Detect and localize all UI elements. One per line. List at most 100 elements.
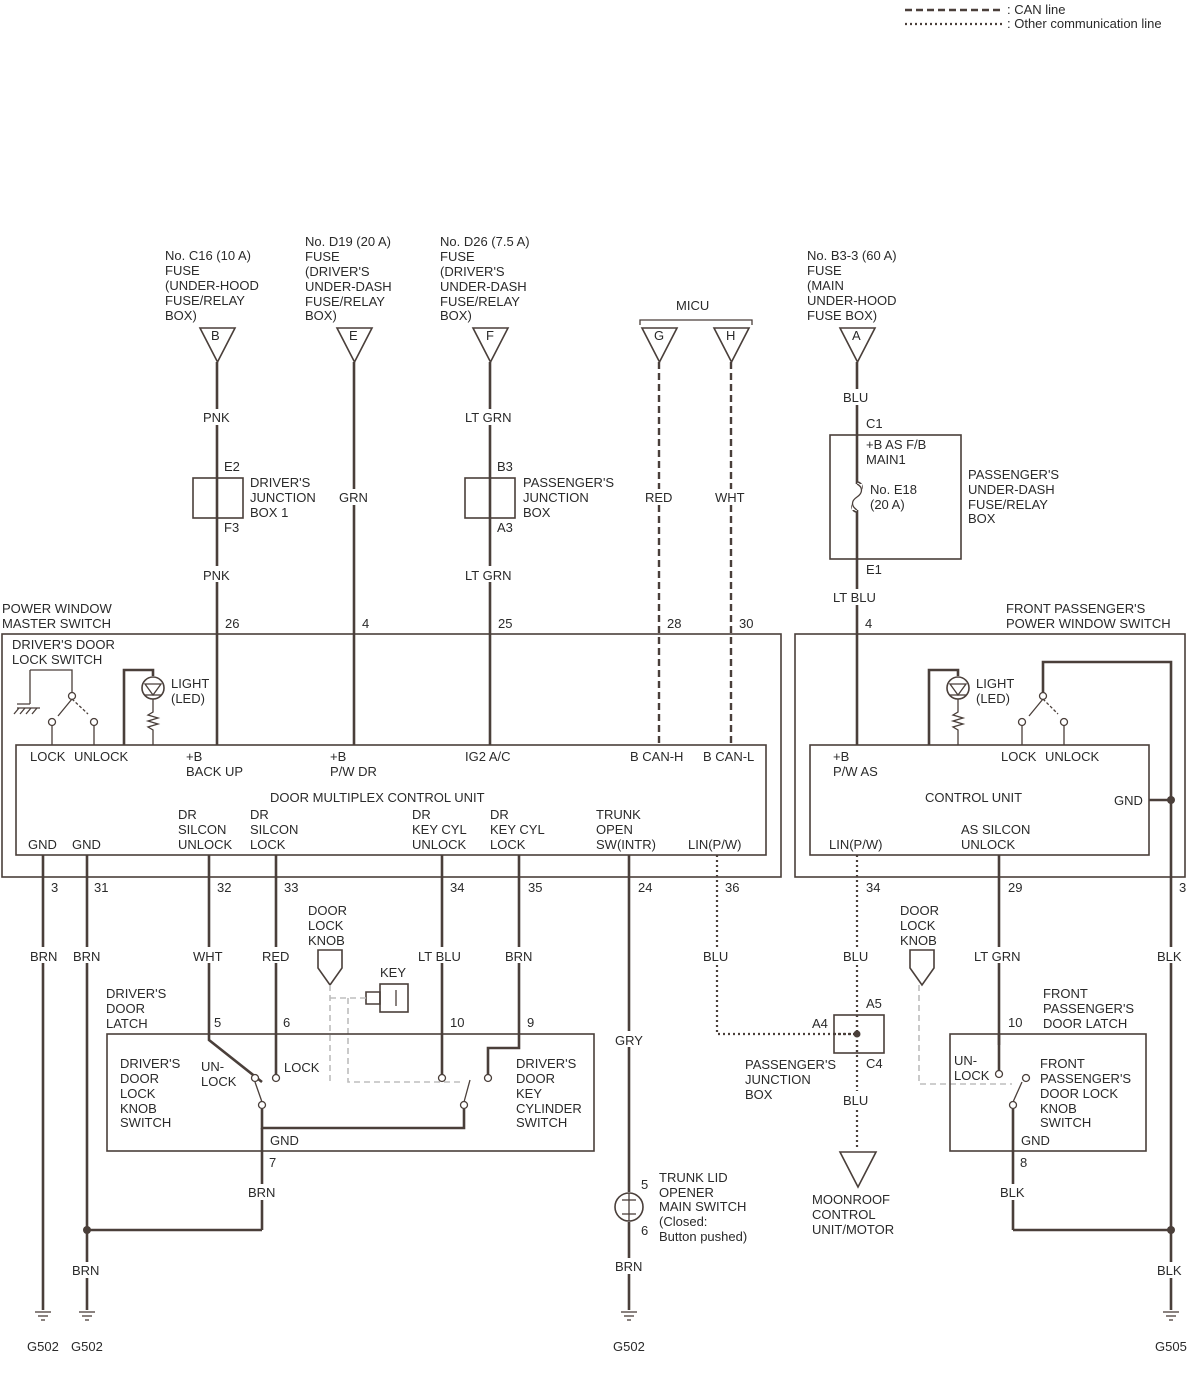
svg-text:SWITCH: SWITCH xyxy=(516,1115,567,1130)
svg-text:MAIN SWITCH: MAIN SWITCH xyxy=(659,1199,746,1214)
svg-text:A3: A3 xyxy=(497,520,513,535)
connector-a: A xyxy=(838,327,877,364)
svg-text:FRONT PASSENGER'S: FRONT PASSENGER'S xyxy=(1006,601,1146,616)
ground-label: G502 xyxy=(27,1339,59,1354)
fuse-b33-label: No. B3-3 (60 A) FUSE (MAIN UNDER-HOOD FU… xyxy=(807,248,897,323)
svg-text:E2: E2 xyxy=(224,459,240,474)
ground-g505: G505 xyxy=(1155,1311,1187,1354)
svg-text:KNOB: KNOB xyxy=(900,933,937,948)
wire-label: LT GRN xyxy=(974,949,1020,964)
svg-text:UNIT/MOTOR: UNIT/MOTOR xyxy=(812,1222,894,1237)
svg-text:LOCK SWITCH: LOCK SWITCH xyxy=(12,652,102,667)
ground-label: G505 xyxy=(1155,1339,1187,1354)
svg-text:POWER WINDOW: POWER WINDOW xyxy=(2,601,112,616)
svg-text:LIN(P/W): LIN(P/W) xyxy=(829,837,882,852)
svg-text:BOX): BOX) xyxy=(165,308,197,323)
svg-text:KNOB: KNOB xyxy=(1040,1101,1077,1116)
svg-text:32: 32 xyxy=(217,880,231,895)
svg-text:25: 25 xyxy=(498,616,512,631)
connector-g: G xyxy=(640,327,679,364)
svg-text:BACK UP: BACK UP xyxy=(186,764,243,779)
svg-text:DOOR: DOOR xyxy=(308,903,347,918)
driver-junction-box: E2 F3 DRIVER'S JUNCTION BOX 1 xyxy=(192,459,316,535)
svg-text:LOCK: LOCK xyxy=(490,837,526,852)
wire-label: LT BLU xyxy=(833,590,876,605)
legend-other-label: : Other communication line xyxy=(1007,16,1162,31)
wire-label: RED xyxy=(262,949,289,964)
svg-text:+B: +B xyxy=(330,749,346,764)
svg-text:KEY CYL: KEY CYL xyxy=(412,822,467,837)
svg-text:POWER WINDOW SWITCH: POWER WINDOW SWITCH xyxy=(1006,616,1171,631)
svg-text:(MAIN: (MAIN xyxy=(807,278,844,293)
wire-label: PNK xyxy=(203,410,230,425)
svg-text:33: 33 xyxy=(284,880,298,895)
svg-text:GND: GND xyxy=(270,1133,299,1148)
svg-text:24: 24 xyxy=(638,880,652,895)
svg-text:GND: GND xyxy=(1021,1133,1050,1148)
svg-text:28: 28 xyxy=(667,616,681,631)
svg-text:A: A xyxy=(852,328,861,343)
svg-text:JUNCTION: JUNCTION xyxy=(745,1072,811,1087)
svg-text:AS SILCON: AS SILCON xyxy=(961,822,1030,837)
svg-text:8: 8 xyxy=(1020,1155,1027,1170)
svg-text:4: 4 xyxy=(362,616,369,631)
svg-text:GND: GND xyxy=(28,837,57,852)
svg-text:5: 5 xyxy=(214,1015,221,1030)
svg-text:SW(INTR): SW(INTR) xyxy=(596,837,656,852)
svg-text:DOOR: DOOR xyxy=(106,1001,145,1016)
svg-text:KNOB: KNOB xyxy=(308,933,345,948)
svg-text:SWITCH: SWITCH xyxy=(120,1115,171,1130)
svg-text:LIGHT: LIGHT xyxy=(976,676,1014,691)
svg-text:F3: F3 xyxy=(224,520,239,535)
svg-text:LIN(P/W): LIN(P/W) xyxy=(688,837,741,852)
wire-label: GRN xyxy=(339,490,368,505)
passenger-junction-box: B3 A3 PASSENGER'S JUNCTION BOX xyxy=(464,459,614,535)
ground-g502-2: G502 xyxy=(71,1311,103,1354)
svg-text:7: 7 xyxy=(269,1155,276,1170)
svg-text:KEY CYL: KEY CYL xyxy=(490,822,545,837)
svg-text:UN-: UN- xyxy=(201,1059,224,1074)
svg-text:(20 A): (20 A) xyxy=(870,497,905,512)
svg-text:OPENER: OPENER xyxy=(659,1185,714,1200)
wire-label: GRY xyxy=(615,1033,643,1048)
passenger-led-light-icon: LIGHT (LED) xyxy=(927,668,1014,745)
svg-text:UNLOCK: UNLOCK xyxy=(1045,749,1100,764)
svg-text:DRIVER'S: DRIVER'S xyxy=(120,1056,181,1071)
svg-text:DOOR LATCH: DOOR LATCH xyxy=(1043,1016,1127,1031)
svg-text:29: 29 xyxy=(1008,880,1022,895)
svg-text:LOCK: LOCK xyxy=(900,918,936,933)
svg-text:LOCK: LOCK xyxy=(30,749,66,764)
wire-label: BLU xyxy=(703,949,728,964)
svg-text:+B: +B xyxy=(186,749,202,764)
svg-text:LOCK: LOCK xyxy=(954,1068,990,1083)
wire-label: WHT xyxy=(715,490,745,505)
connector-b: B xyxy=(198,327,237,364)
svg-text:KEY: KEY xyxy=(380,965,406,980)
svg-text:36: 36 xyxy=(725,880,739,895)
wire-label: LT BLU xyxy=(418,949,461,964)
svg-text:CONTROL: CONTROL xyxy=(812,1207,876,1222)
drivers-door-latch: DRIVER'S DOOR LATCH 5 6 10 9 DRIVER'S DO… xyxy=(106,986,595,1230)
svg-text:26: 26 xyxy=(225,616,239,631)
svg-text:Button pushed): Button pushed) xyxy=(659,1229,747,1244)
door-lock-switch-symbol xyxy=(13,669,99,745)
svg-text:E: E xyxy=(349,328,358,343)
junction-dot xyxy=(1167,1226,1175,1234)
legend: : CAN line : Other communication line xyxy=(905,2,1162,31)
svg-text:LOCK: LOCK xyxy=(250,837,286,852)
svg-text:DRIVER'S DOOR: DRIVER'S DOOR xyxy=(12,637,115,652)
svg-text:PASSENGER'S: PASSENGER'S xyxy=(745,1057,836,1072)
svg-text:No. D19 (20 A): No. D19 (20 A) xyxy=(305,234,391,249)
svg-text:DR: DR xyxy=(178,807,197,822)
wire-label: BLU xyxy=(843,949,868,964)
front-passenger-power-window-switch: FRONT PASSENGER'S POWER WINDOW SWITCH 4 … xyxy=(794,601,1186,895)
svg-text:(DRIVER'S: (DRIVER'S xyxy=(305,264,370,279)
svg-text:LATCH: LATCH xyxy=(106,1016,148,1031)
svg-text:5: 5 xyxy=(641,1177,648,1192)
passenger-lock-switch-symbol xyxy=(1017,660,1173,800)
svg-text:DRIVER'S: DRIVER'S xyxy=(516,1056,577,1071)
svg-text:FUSE BOX): FUSE BOX) xyxy=(807,308,877,323)
led-light-icon: LIGHT (LED) xyxy=(122,668,209,745)
svg-text:FRONT: FRONT xyxy=(1040,1056,1085,1071)
wire-label: BRN xyxy=(505,949,532,964)
